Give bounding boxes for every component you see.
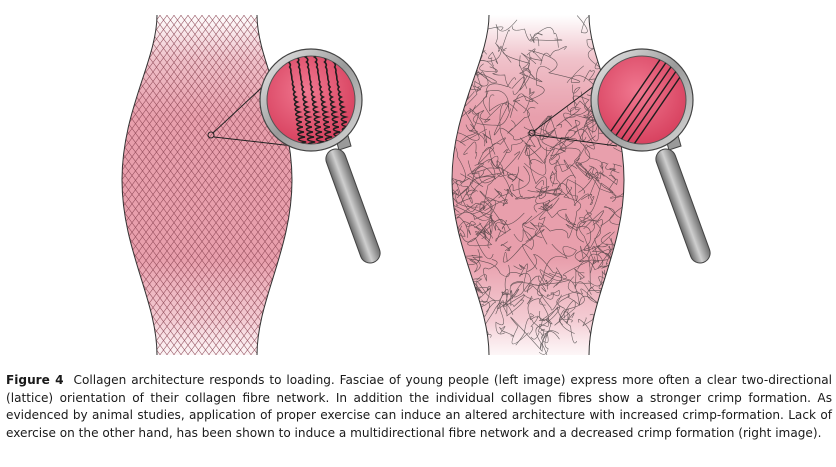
mesh-fibre	[445, 94, 463, 114]
caption-text: Collagen architecture responds to loadin…	[6, 373, 832, 440]
mesh-fibre	[434, 36, 452, 58]
mesh-fibre	[468, 316, 476, 325]
mesh-fibre	[621, 251, 662, 297]
mesh-fibre	[609, 29, 630, 34]
mesh-fibre	[621, 230, 632, 239]
mesh-fibre	[604, 290, 644, 337]
mesh-fibre	[462, 333, 491, 360]
mesh-fibre	[628, 302, 673, 344]
mesh-fibre	[444, 272, 470, 292]
right-magnifier-handle	[653, 146, 713, 266]
mesh-fibre	[426, 7, 466, 50]
mesh-fibre	[623, 202, 634, 220]
left-tissue-body	[122, 15, 292, 355]
mesh-fibre	[430, 62, 458, 82]
figure-4-illustration	[0, 0, 836, 362]
mesh-fibre	[461, 296, 489, 335]
mesh-fibre	[468, 29, 479, 42]
mesh-fibre	[613, 275, 630, 310]
figure-label: Figure 4	[6, 373, 64, 387]
mesh-fibre	[445, 10, 479, 48]
mesh-fibre	[599, 286, 631, 319]
mesh-fibre	[621, 28, 631, 35]
mesh-fibre	[442, 38, 463, 68]
left-magnifier-handle	[323, 146, 383, 266]
mesh-fibre	[438, 21, 457, 45]
mesh-fibre	[590, 324, 609, 344]
